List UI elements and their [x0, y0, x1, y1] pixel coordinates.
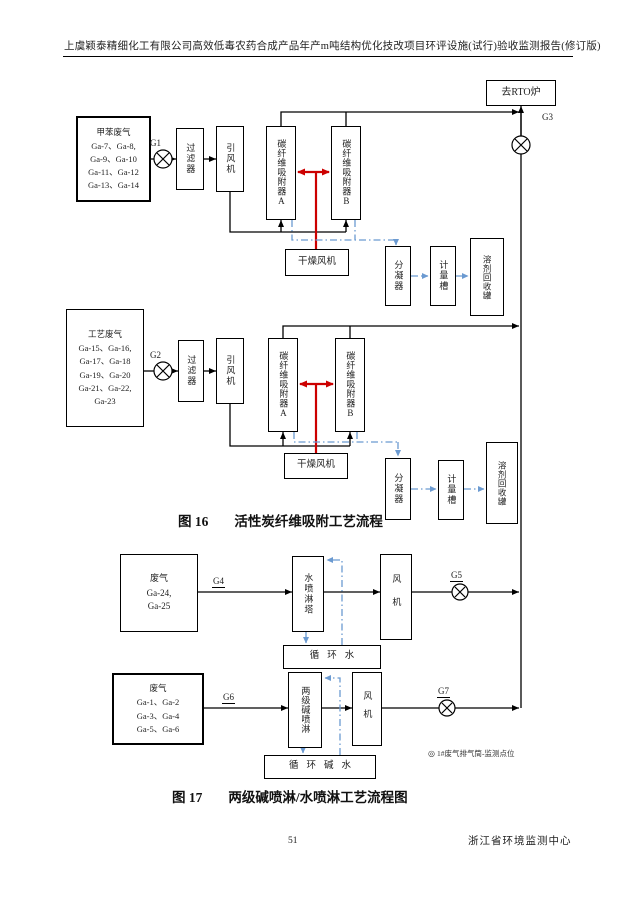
rto-furnace-box: 去RTO炉 [486, 80, 556, 106]
figure17-caption: 图 17 两级碱喷淋/水喷淋工艺流程图 [172, 786, 408, 806]
alkali-line-source-title: 废气 [149, 683, 167, 694]
unit2-condenser-box: 分凝器 [385, 458, 411, 520]
figure16-caption-label: 图 16 [178, 514, 209, 529]
unit2-source-line: Ga-15、Ga-16, [78, 343, 132, 354]
unit1-fan-box: 引风机 [216, 126, 244, 192]
page-number: 51 [288, 836, 298, 846]
unit1-source-line: Ga-9、Ga-10 [90, 153, 137, 164]
water-line-source-line: Ga-24, [146, 587, 172, 598]
monitor-label-g4: G4 [212, 576, 225, 588]
figure17-caption-title: 两级碱喷淋/水喷淋工艺流程图 [228, 790, 408, 805]
unit1-filter-box: 过滤器 [176, 128, 204, 190]
footer-organization: 浙江省环境监测中心 [468, 836, 572, 847]
stack-port-icon: ◎ [428, 749, 435, 758]
water-line-source-title: 废气 [149, 572, 168, 583]
unit1-source-line: Ga-7、Ga-8, [91, 140, 136, 151]
monitor-label-g2: G2 [150, 350, 161, 360]
stack-fan-g3-icon [511, 135, 531, 155]
water-circulation-box: 循环水 [283, 645, 381, 669]
unit1-source-title: 甲苯废气 [96, 126, 131, 137]
unit2-dry-fan-box: 干燥风机 [284, 453, 348, 479]
figure17-caption-label: 图 17 [172, 790, 203, 805]
unit1-condenser-box: 分凝器 [385, 246, 411, 306]
monitor-label-g7: G7 [437, 686, 450, 698]
document-header: 上虞颖泰精细化工有限公司高效低毒农药合成产品年产m吨结构优化技改项目环评设施(试… [64, 41, 601, 52]
alkali-line-source-box: 废气 Ga-1、Ga-2 Ga-3、Ga-4 Ga-5、Ga-6 [112, 673, 204, 745]
water-line-source-line: Ga-25 [147, 601, 171, 612]
unit2-recovery-tank-box: 溶剂回收罐 [486, 442, 518, 524]
monitor-label-g6: G6 [222, 692, 235, 704]
stack-legend-text: 1#废气排气筒-监测点位 [436, 749, 515, 758]
unit1-source-box: 甲苯废气 Ga-7、Ga-8, Ga-9、Ga-10 Ga-11、Ga-12 G… [76, 116, 151, 202]
unit2-adsorber-a-box: 碳纤维吸附器A [268, 338, 298, 432]
water-line-source-box: 废气 Ga-24, Ga-25 [120, 554, 198, 632]
unit2-fan-box: 引风机 [216, 338, 244, 404]
unit1-source-line: Ga-11、Ga-12 [88, 167, 139, 178]
alkali-line-source-line: Ga-1、Ga-2 [136, 697, 180, 708]
alkali-line-source-line: Ga-3、Ga-4 [136, 710, 180, 721]
unit1-adsorber-b-box: 碳纤维吸附器B [331, 126, 361, 220]
fan-g7-icon [438, 699, 456, 717]
alkali-line-source-line: Ga-5、Ga-6 [136, 723, 180, 734]
unit2-adsorber-b-box: 碳纤维吸附器B [335, 338, 365, 432]
header-rule [63, 56, 573, 57]
water-line-fan-box: 风机 [380, 554, 412, 640]
alkali-circulation-box: 循环碱水 [264, 755, 376, 779]
unit2-filter-box: 过滤器 [178, 340, 204, 402]
unit2-source-line: Ga-21、Ga-22, [78, 382, 132, 393]
unit1-adsorber-a-box: 碳纤维吸附器A [266, 126, 296, 220]
valve-g2-icon [153, 361, 173, 381]
monitor-label-g1: G1 [150, 138, 161, 148]
water-spray-tower-box: 水喷淋塔 [292, 556, 324, 632]
fan-g5-icon [451, 583, 469, 601]
monitor-label-g3: G3 [542, 112, 553, 122]
figure16-caption-title: 活性炭纤维吸附工艺流程 [234, 514, 383, 529]
figure16-caption: 图 16 活性炭纤维吸附工艺流程 [178, 510, 383, 530]
monitor-label-g5: G5 [450, 570, 463, 582]
unit2-source-box: 工艺废气 Ga-15、Ga-16, Ga-17、Ga-18 Ga-19、Ga-2… [66, 309, 144, 427]
unit1-dry-fan-box: 干燥风机 [285, 249, 349, 276]
unit2-meter-tank-box: 计量槽 [438, 460, 464, 520]
unit2-source-title: 工艺废气 [87, 328, 122, 339]
unit2-source-line: Ga-17、Ga-18 [79, 356, 131, 367]
unit2-source-line: Ga-19、Ga-20 [79, 369, 131, 380]
unit2-source-line: Ga-23 [94, 395, 116, 406]
unit1-source-line: Ga-13、Ga-14 [88, 180, 139, 191]
unit1-meter-tank-box: 计量槽 [430, 246, 456, 306]
alkali-spray-tower-box: 两级碱喷淋 [288, 672, 322, 748]
unit1-recovery-tank-box: 溶剂回收罐 [470, 238, 504, 316]
alkali-line-fan-box: 风机 [352, 672, 382, 746]
valve-g1-icon [153, 149, 173, 169]
stack-legend: ◎1#废气排气筒-监测点位 [428, 748, 514, 759]
